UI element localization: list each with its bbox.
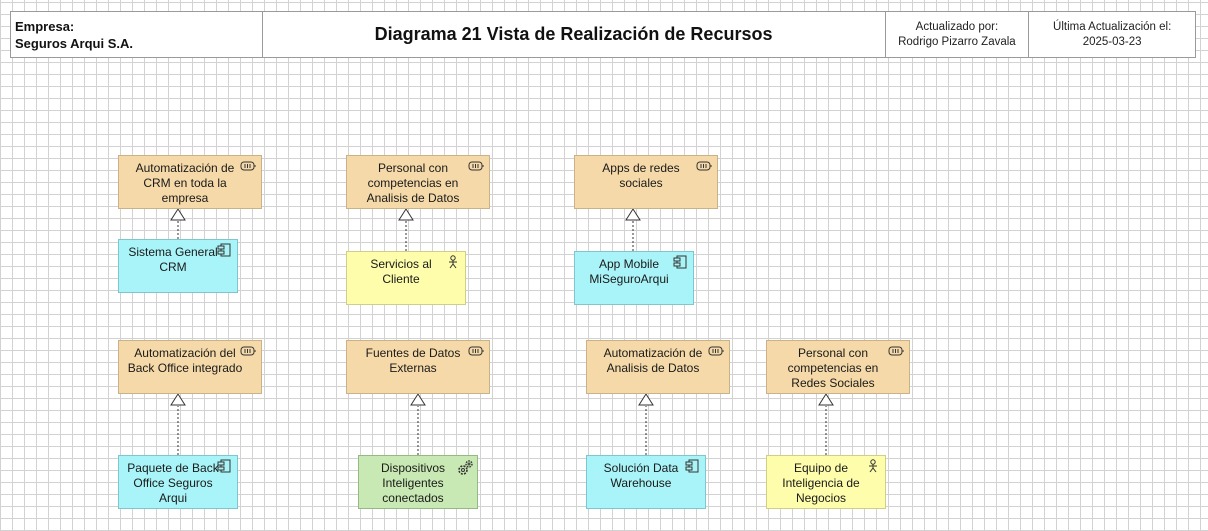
updated-by-name: Rodrigo Pizarro Zavala	[898, 35, 1016, 48]
component-icon	[216, 243, 234, 257]
customer-service-actor[interactable]: Servicios al Cliente	[346, 251, 466, 305]
bi-team-label: Equipo de Inteligencia de Negocios	[782, 461, 860, 505]
diagram-header: Empresa: Seguros Arqui S.A. Diagrama 21 …	[10, 11, 1196, 58]
backoffice-capability-label: Automatización del Back Office integrado	[127, 346, 243, 375]
actor-icon	[864, 459, 882, 473]
company-cell: Empresa: Seguros Arqui S.A.	[11, 12, 263, 57]
data-analysis-label: Automatización de Analisis de Datos	[603, 346, 703, 375]
backoffice-capability[interactable]: Automatización del Back Office integrado	[118, 340, 262, 394]
last-update-label: Última Actualización el:	[1053, 20, 1172, 33]
realization-link-bi-team	[818, 393, 834, 455]
data-staff-capability[interactable]: Personal con competencias en Analisis de…	[346, 155, 490, 209]
actor-icon	[444, 255, 462, 269]
resource-icon	[696, 159, 714, 173]
crm-automation-label: Automatización de CRM en toda la empresa	[135, 161, 235, 205]
social-apps-capability[interactable]: Apps de redes sociales	[574, 155, 718, 209]
mobile-app-component[interactable]: App Mobile MiSeguroArqui	[574, 251, 694, 305]
component-icon	[684, 459, 702, 473]
resource-icon	[888, 344, 906, 358]
realization-link-mobile-app	[625, 208, 641, 251]
company-name: Seguros Arqui S.A.	[15, 36, 133, 51]
component-icon	[672, 255, 690, 269]
social-apps-label: Apps de redes sociales	[602, 161, 680, 190]
resource-icon	[240, 159, 258, 173]
backoffice-package-component[interactable]: Paquete de Back Office Seguros Arqui	[118, 455, 238, 509]
realization-link-smart-devices	[410, 393, 426, 455]
data-warehouse-component[interactable]: Solución Data Warehouse	[586, 455, 706, 509]
realization-link-customer-service	[398, 208, 414, 251]
backoffice-package-label: Paquete de Back Office Seguros Arqui	[127, 461, 219, 505]
realization-link-crm	[170, 208, 186, 239]
last-update-cell: Última Actualización el: 2025-03-23	[1029, 12, 1195, 57]
resource-icon	[708, 344, 726, 358]
realization-link-backoffice	[170, 393, 186, 455]
crm-system-label: Sistema General CRM	[128, 245, 218, 274]
data-analysis-capability[interactable]: Automatización de Analisis de Datos	[586, 340, 730, 394]
company-label: Empresa:	[15, 19, 75, 34]
diagram-title: Diagrama 21 Vista de Realización de Recu…	[263, 12, 886, 57]
updated-by-label: Actualizado por:	[915, 20, 999, 33]
resource-icon	[468, 159, 486, 173]
customer-service-label: Servicios al Cliente	[370, 257, 432, 286]
mobile-app-label: App Mobile MiSeguroArqui	[589, 257, 669, 286]
updated-by-cell: Actualizado por: Rodrigo Pizarro Zavala	[886, 12, 1030, 57]
data-staff-label: Personal con competencias en Analisis de…	[366, 161, 460, 205]
realization-link-data-warehouse	[638, 393, 654, 455]
component-icon	[216, 459, 234, 473]
social-staff-label: Personal con competencias en Redes Socia…	[787, 346, 879, 390]
gear-icon	[456, 459, 474, 475]
bi-team-actor[interactable]: Equipo de Inteligencia de Negocios	[766, 455, 886, 509]
last-update-date: 2025-03-23	[1082, 35, 1142, 48]
smart-devices-node[interactable]: Dispositivos Inteligentes conectados	[358, 455, 478, 509]
data-warehouse-label: Solución Data Warehouse	[603, 461, 679, 490]
resource-icon	[468, 344, 486, 358]
social-staff-capability[interactable]: Personal con competencias en Redes Socia…	[766, 340, 910, 394]
crm-automation-capability[interactable]: Automatización de CRM en toda la empresa	[118, 155, 262, 209]
crm-system-component[interactable]: Sistema General CRM	[118, 239, 238, 293]
external-data-capability[interactable]: Fuentes de Datos Externas	[346, 340, 490, 394]
smart-devices-label: Dispositivos Inteligentes conectados	[380, 461, 446, 505]
resource-icon	[240, 344, 258, 358]
external-data-label: Fuentes de Datos Externas	[365, 346, 461, 375]
